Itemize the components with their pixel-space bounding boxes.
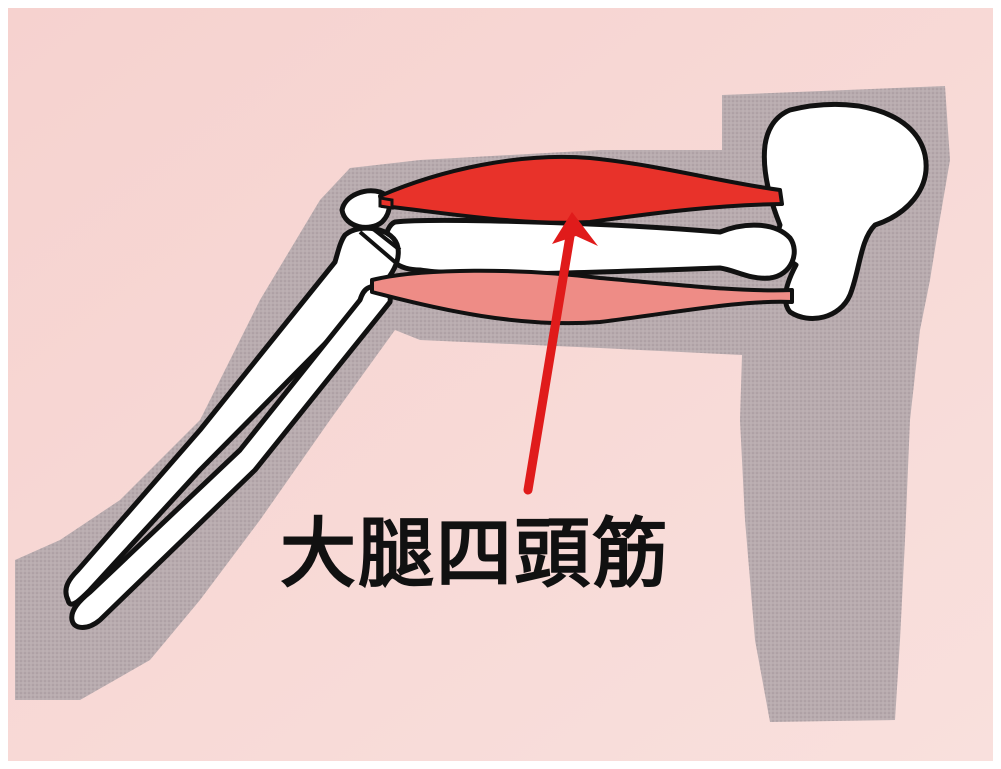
quadriceps-tendon <box>380 198 392 208</box>
muscle-label: 大腿四頭筋 <box>280 492 670 602</box>
